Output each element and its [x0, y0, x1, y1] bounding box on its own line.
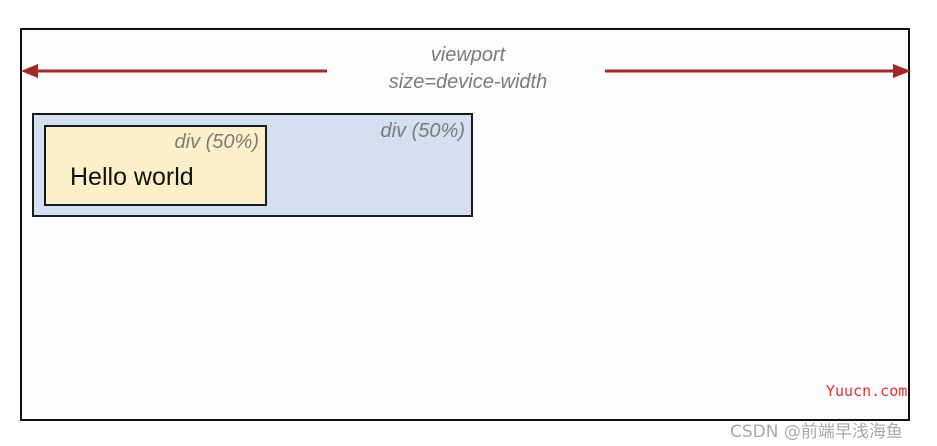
- outer-div-label: div (50%): [380, 120, 465, 142]
- viewport-label: viewport size=device-width: [340, 42, 596, 96]
- outer-div-box: div (50%) div (50%) Hello world: [32, 113, 473, 217]
- viewport-label-line1: viewport: [430, 44, 506, 66]
- arrow-left-head: [21, 64, 38, 78]
- viewport-label-line2: size=device-width: [388, 71, 548, 93]
- inner-div-label: div (50%): [174, 131, 259, 153]
- inner-div-box: div (50%) Hello world: [44, 125, 267, 206]
- viewport-box: [20, 28, 910, 421]
- site-watermark: Yuucn.com: [826, 382, 908, 400]
- hello-world-text: Hello world: [70, 163, 194, 191]
- csdn-watermark: CSDN @前端早浅海鱼: [730, 422, 903, 442]
- arrow-right-head: [893, 64, 911, 78]
